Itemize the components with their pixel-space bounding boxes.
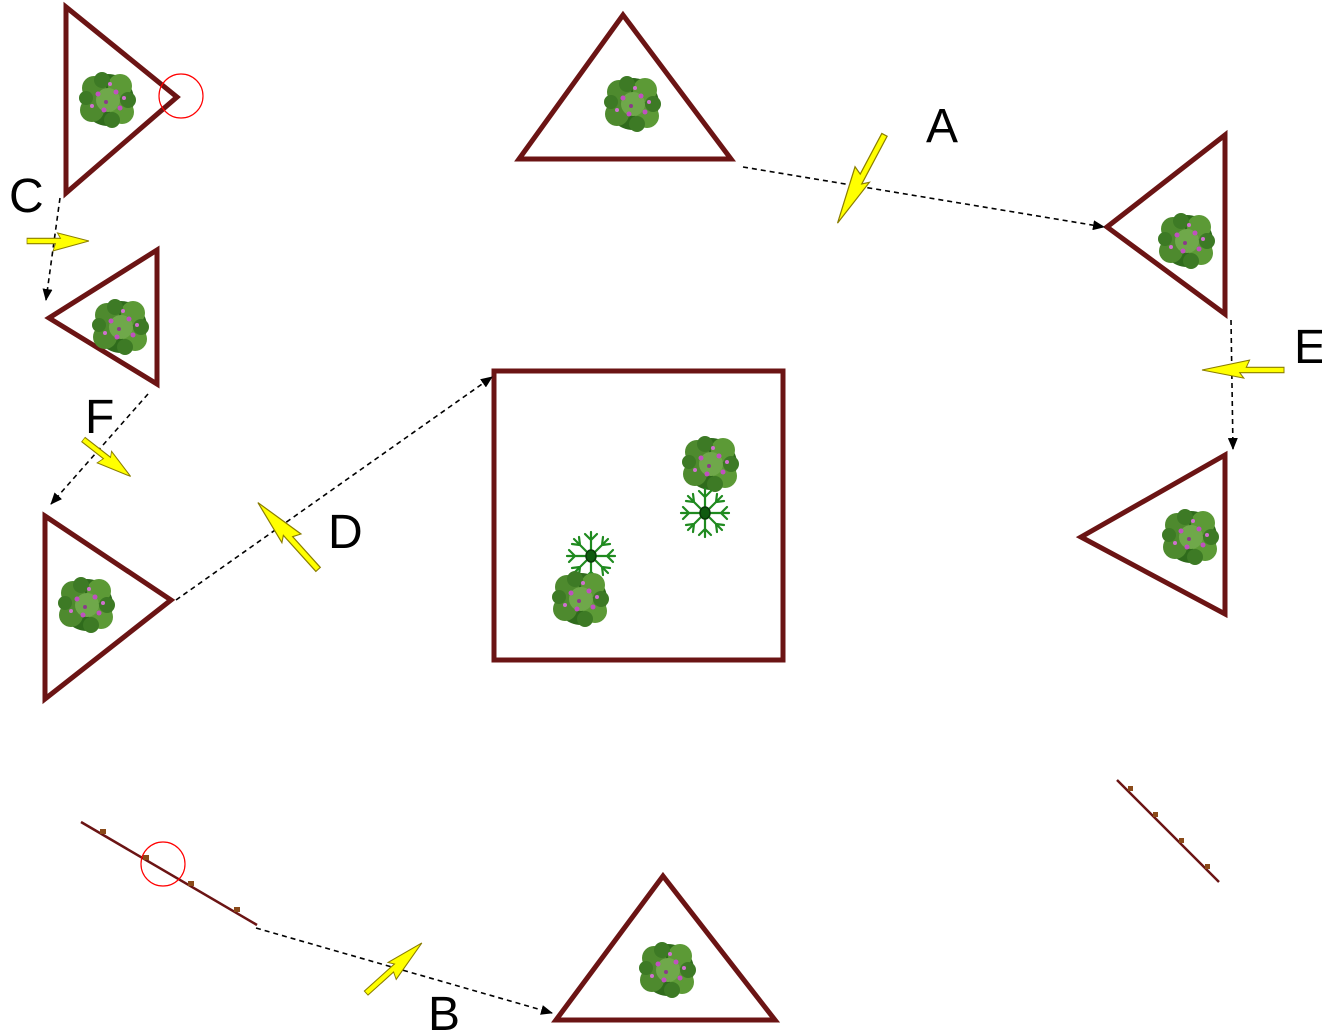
triangle-top-right[interactable] xyxy=(1102,129,1228,319)
lightning-icon xyxy=(26,232,90,252)
triangle-top-center[interactable] xyxy=(514,10,736,162)
selection-circle xyxy=(158,73,204,119)
shrub-icon xyxy=(58,577,115,633)
shrub-icon xyxy=(682,436,739,492)
triangle-right-second[interactable] xyxy=(1075,450,1228,619)
fence-line-icon[interactable] xyxy=(1116,779,1220,883)
triangle-left-third[interactable] xyxy=(42,511,176,705)
lightning-icon xyxy=(827,129,894,228)
label-a: A xyxy=(926,100,958,153)
connector-arrow-a[interactable] xyxy=(742,166,1105,231)
shrub-icon xyxy=(1162,509,1219,565)
label-d: D xyxy=(328,506,363,559)
connector-arrow-b[interactable] xyxy=(255,927,553,1015)
triangle-bottom-center[interactable] xyxy=(551,871,781,1023)
label-f: F xyxy=(85,391,114,444)
shrub-icon xyxy=(604,76,661,132)
fence-line-icon[interactable] xyxy=(80,820,258,927)
square-center[interactable] xyxy=(491,368,786,663)
lightning-icon xyxy=(360,936,429,1001)
shrub-icon xyxy=(79,72,136,128)
label-e: E xyxy=(1294,321,1322,374)
shrub-icon xyxy=(1158,213,1215,269)
shrub-icon xyxy=(639,942,696,998)
connector-arrow-e[interactable] xyxy=(1227,319,1238,450)
lightning-icon xyxy=(250,494,327,577)
label-b: B xyxy=(428,988,460,1035)
connector-arrow-c[interactable] xyxy=(42,197,61,301)
shrub-icon xyxy=(552,571,609,627)
selection-circle xyxy=(140,841,186,887)
sprout-icon xyxy=(679,487,731,539)
triangle-top-left[interactable] xyxy=(63,1,181,199)
lightning-icon xyxy=(1201,359,1285,379)
triangle-left-second[interactable] xyxy=(44,245,160,389)
label-c: C xyxy=(9,170,44,223)
shrub-icon xyxy=(92,299,149,355)
connector-arrow-d[interactable] xyxy=(175,376,493,601)
